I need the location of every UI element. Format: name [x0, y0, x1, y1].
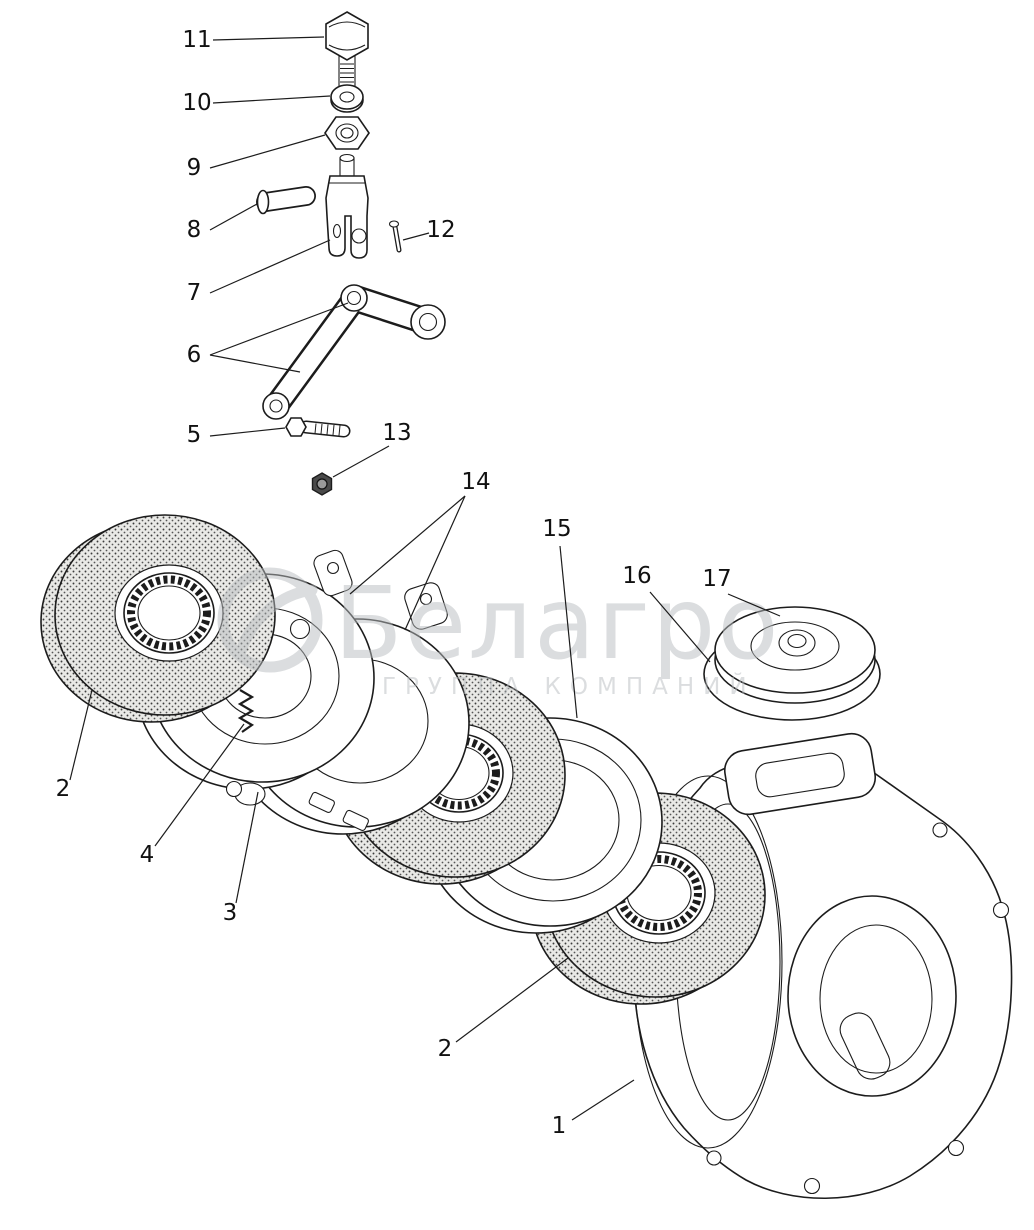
disc-hole [289, 618, 311, 640]
callout-label-16: 16 [622, 563, 651, 589]
breather-cap [714, 606, 876, 704]
housing-bolt-hole [947, 1139, 965, 1157]
callout-label-8: 8 [187, 217, 202, 243]
callout-label-12: 12 [426, 217, 455, 243]
cap-hub-hole [787, 633, 807, 649]
callout-label-4: 4 [140, 842, 155, 868]
callout-labels: 11 10 9 8 7 12 6 5 13 14 15 16 17 2 4 3 … [56, 27, 732, 1139]
lock-nut [324, 116, 370, 150]
clevis-pin [256, 186, 316, 215]
friction-disc-left [40, 514, 276, 723]
adjusting-bolt [285, 417, 351, 438]
cotter-pin [388, 220, 402, 253]
disc-hole [225, 780, 243, 798]
callout-label-7: 7 [187, 280, 202, 306]
callout-label-3: 3 [223, 900, 238, 926]
callout-label-5: 5 [187, 422, 202, 448]
bolt-head [285, 417, 307, 437]
callout-label-13: 13 [382, 420, 411, 446]
watermark-subtitle-text: ГРУППА КОМПАНИЙ [382, 672, 756, 700]
callout-label-2-left: 2 [56, 776, 71, 802]
lever-hole [269, 399, 283, 413]
pin-head [256, 189, 270, 215]
disc-window [342, 809, 369, 831]
disc-lug [404, 582, 448, 630]
fork-joint [325, 153, 369, 259]
leader-lines [69, 36, 781, 1121]
lever-hole [418, 312, 438, 332]
housing-bolt-hole [932, 822, 948, 838]
watermark-logo-swoosh-icon [234, 584, 318, 660]
callout-label-2-right: 2 [438, 1036, 453, 1062]
callout-label-6: 6 [187, 342, 202, 368]
housing-slot [839, 1012, 891, 1080]
housing-front-opening-inner [819, 924, 933, 1074]
lever-hole [346, 290, 362, 306]
housing-bolt-hole [706, 1150, 722, 1166]
callout-label-10: 10 [182, 90, 211, 116]
lug-hole [419, 592, 433, 606]
release-spring [237, 689, 255, 733]
disc-window [308, 791, 335, 813]
housing-bolt-hole [992, 901, 1010, 919]
callout-label-14: 14 [461, 469, 490, 495]
callout-label-1: 1 [552, 1113, 567, 1139]
callout-label-11: 11 [182, 27, 211, 53]
brake-lever [262, 284, 446, 420]
adjusting-nut [311, 472, 333, 496]
hex-bolt [325, 11, 369, 89]
watermark-logo-icon [217, 567, 323, 673]
housing-bolt-hole [803, 1177, 821, 1195]
fork-hole [351, 228, 367, 244]
housing-top-lug-window [755, 752, 845, 798]
callout-label-17: 17 [702, 566, 731, 592]
callout-label-9: 9 [187, 155, 202, 181]
lug-hole [326, 561, 340, 575]
washer [330, 84, 364, 113]
callout-label-15: 15 [542, 516, 571, 542]
